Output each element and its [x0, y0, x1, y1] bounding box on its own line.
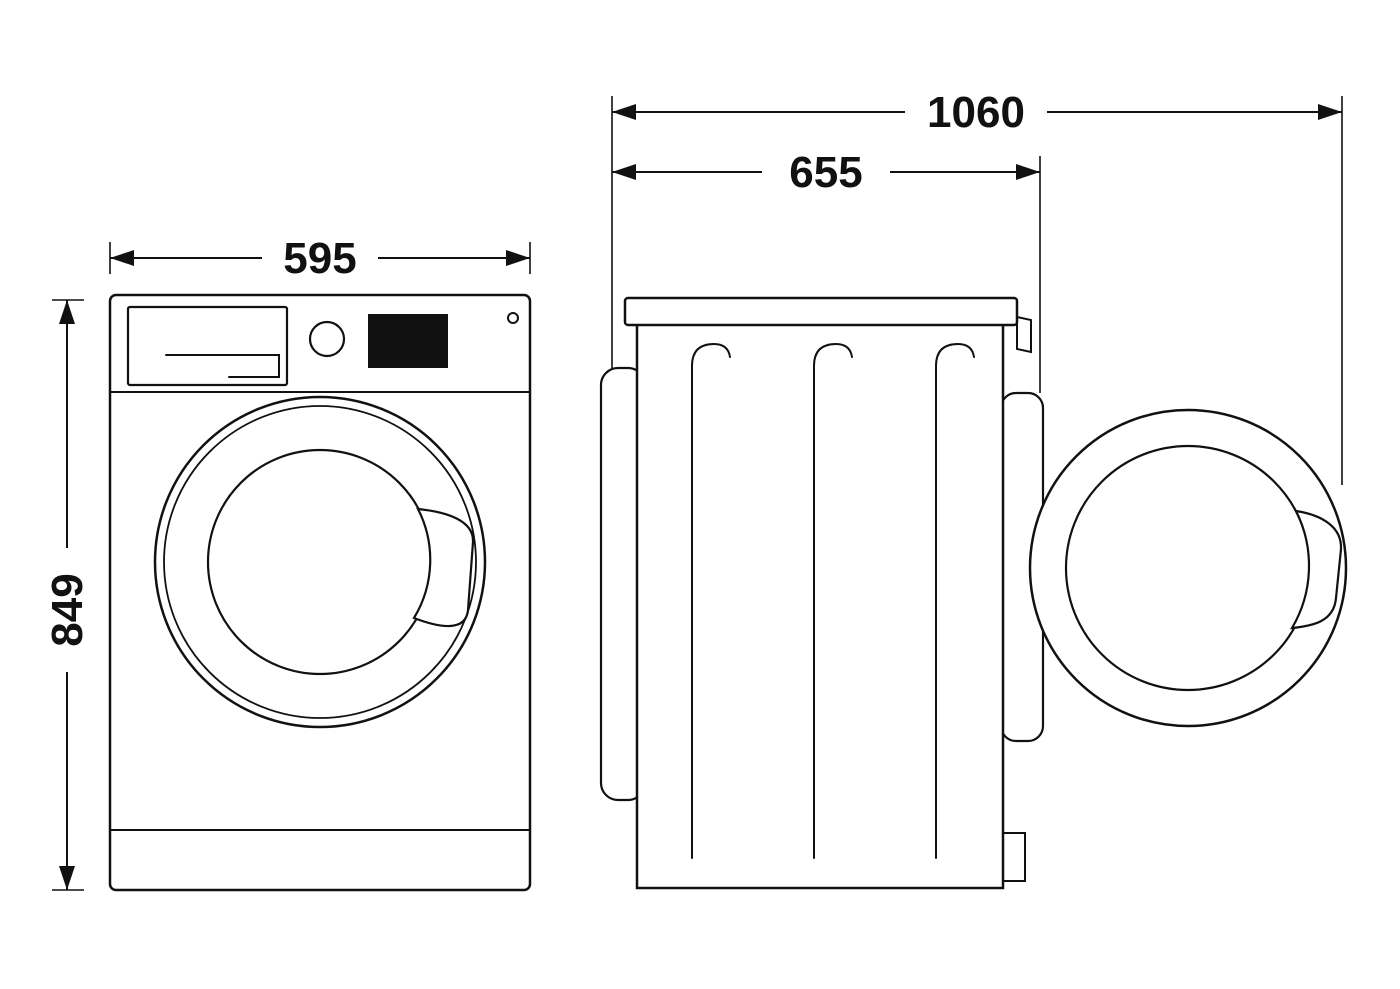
dim-depth-open-label: 1060	[927, 88, 1025, 137]
side-panel-line-3	[935, 342, 975, 859]
dim-width-arrow-left	[110, 250, 134, 266]
power-button-dot	[507, 312, 519, 324]
dim-depth-label: 655	[789, 148, 862, 197]
dim-front-width: 595	[109, 234, 531, 283]
dim-depth-arrow-left	[612, 164, 636, 180]
side-panel-line-1	[691, 342, 731, 859]
hinge-detail	[1016, 315, 1032, 354]
program-knob	[308, 320, 346, 358]
top-lid	[623, 296, 1019, 327]
dim-height-arrow-bottom	[59, 866, 75, 890]
display-panel	[368, 314, 448, 368]
front-view	[108, 293, 532, 892]
side-view	[599, 296, 1348, 890]
detergent-drawer	[126, 305, 289, 387]
dim-height-label: 849	[43, 573, 92, 646]
dim-height-arrow-top	[59, 300, 75, 324]
dim-depth-arrow-right	[1016, 164, 1040, 180]
open-door-glass	[1064, 444, 1312, 692]
door-inner-ring	[163, 405, 477, 719]
open-door	[1028, 408, 1348, 728]
detergent-drawer-handle	[165, 354, 280, 378]
dim-depth-open-arrow-right	[1318, 104, 1342, 120]
dim-depth-door-closed: 655	[612, 148, 1041, 393]
dim-width-label: 595	[283, 234, 356, 283]
door-glass	[206, 448, 434, 676]
dim-depth-open-arrow-left	[612, 104, 636, 120]
door-handle	[412, 507, 475, 628]
side-panel-line-2	[813, 342, 853, 859]
foot	[1000, 832, 1026, 882]
dim-front-height: 849	[43, 299, 92, 891]
open-door-handle	[1289, 509, 1343, 630]
dim-width-arrow-right	[506, 250, 530, 266]
side-body	[635, 322, 1005, 890]
dim-depth-door-open: 1060	[611, 88, 1343, 485]
